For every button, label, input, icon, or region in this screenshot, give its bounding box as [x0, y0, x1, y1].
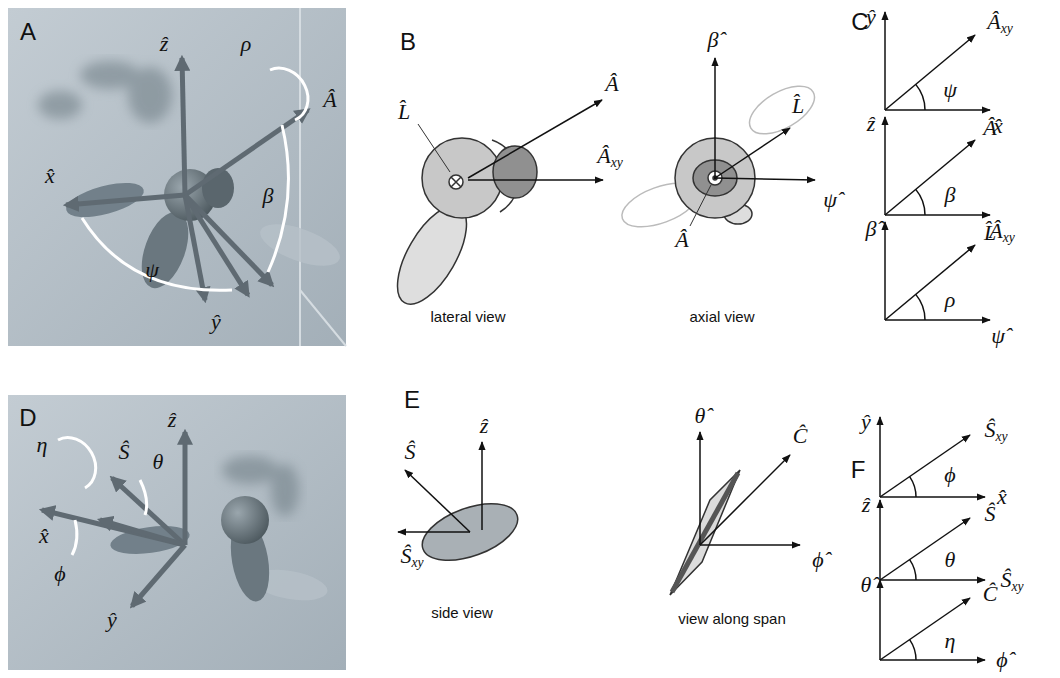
axis-label: θ̂	[695, 405, 706, 427]
panel-letter: C	[851, 10, 868, 34]
axis-label: L̂	[398, 101, 410, 123]
axis-label: Â	[323, 89, 336, 111]
axis-label: x̂	[39, 525, 49, 547]
angle-label: β	[945, 184, 956, 206]
axis-label: Â	[675, 229, 688, 251]
axis-label: Ĉ	[983, 583, 998, 605]
axis-label: ẑ	[480, 415, 489, 437]
axis-label: Ŝxy	[400, 545, 423, 567]
angle-label: ψ	[943, 79, 957, 101]
angle-label: ϕ	[54, 563, 65, 585]
axis-label: x̂	[45, 165, 55, 187]
axis-label: θ̂	[861, 574, 872, 596]
angle-label: η	[945, 630, 956, 652]
axis-label: x̂	[997, 486, 1007, 508]
axis-label: Â	[983, 117, 996, 139]
axis-label: ϕ̂	[812, 549, 823, 571]
angle-label: θ	[945, 549, 956, 571]
axis-label: ẑ	[867, 113, 876, 135]
view-caption: side view	[431, 605, 493, 620]
panel-d-render	[8, 395, 346, 670]
view-caption: axial view	[689, 309, 754, 324]
angle-label: ρ	[241, 33, 252, 55]
axis-label: ϕ̂	[996, 649, 1007, 671]
axis-label: ψ̂	[991, 325, 1005, 347]
panel-letter: B	[400, 30, 416, 54]
axis-label: Â	[605, 73, 618, 95]
axis-label: ŷ	[866, 6, 876, 28]
axis-label: L̂	[792, 95, 804, 117]
axis-label: ẑ	[168, 409, 177, 431]
axis-label: L̂	[984, 222, 996, 244]
axis-label: ẑ	[160, 33, 169, 55]
axis-label: Ŝ	[119, 441, 130, 463]
angle-label: ϕ	[944, 464, 955, 486]
panel-a-render	[8, 8, 346, 346]
axis-label: ŷ	[211, 311, 221, 333]
axis-label: ẑ	[862, 494, 871, 516]
panel-letter: F	[851, 458, 866, 482]
axis-label: Ŝxy	[984, 419, 1007, 441]
axis-label: Ŝxy	[1000, 569, 1023, 591]
axis-label: Ĉ	[793, 425, 808, 447]
panel-letter: A	[20, 20, 36, 44]
axis-label: Âxy	[597, 145, 623, 167]
axis-label: ψ̂	[823, 189, 837, 211]
angle-label: ρ	[945, 289, 956, 311]
axis-label: Âxy	[987, 11, 1013, 33]
axis-label: ŷ	[861, 411, 871, 433]
panel-letter: D	[19, 406, 36, 430]
panel-b-axial	[616, 76, 822, 235]
angle-label: η	[37, 434, 48, 456]
view-caption: view along span	[678, 611, 786, 626]
axis-label: β̂	[708, 29, 719, 51]
angle-label: β	[263, 185, 274, 207]
axis-label: ŷ	[107, 609, 117, 631]
panel-b-drawing	[384, 124, 537, 315]
axis-label: β̂	[866, 218, 877, 240]
axis-label: Ŝ	[405, 441, 416, 463]
angle-frames	[880, 12, 990, 660]
panel-e-drawing	[398, 432, 800, 595]
panel-b-arrows	[468, 100, 603, 180]
angle-label: θ	[153, 451, 164, 473]
panel-letter: E	[404, 388, 420, 412]
view-caption: lateral view	[430, 309, 505, 324]
axis-label: Ŝ	[985, 503, 996, 525]
angle-label: ψ	[145, 259, 159, 281]
